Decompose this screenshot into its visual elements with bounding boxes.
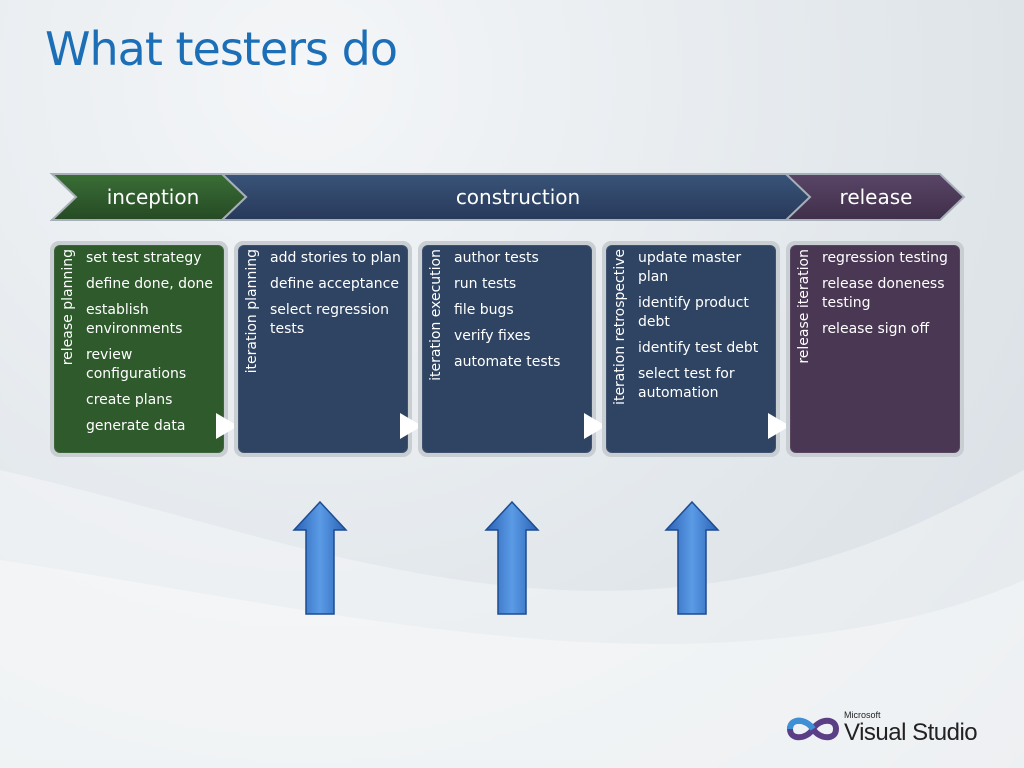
box-iteration-execution: iteration execution author tests run tes…: [418, 241, 606, 457]
box-release-iteration: release iteration regression testing rel…: [786, 241, 964, 457]
vertical-label: iteration retrospective: [612, 249, 628, 405]
up-arrow-icon: [664, 500, 720, 615]
phase-bar: [49, 173, 966, 221]
list-item: establish environments: [86, 302, 183, 337]
list-item: regression testing: [822, 250, 948, 266]
list-item: run tests: [454, 276, 517, 292]
list-item: release doneness testing: [822, 276, 945, 311]
vertical-label: iteration planning: [244, 249, 260, 374]
vertical-label: iteration execution: [428, 249, 444, 381]
task-list: author tests run tests file bugs verify …: [454, 249, 588, 379]
list-item: review configurations: [86, 347, 187, 382]
vertical-label: release planning: [60, 249, 76, 366]
list-item: file bugs: [454, 302, 514, 318]
up-arrow-icon: [292, 500, 348, 615]
phase-label-release: release: [839, 185, 913, 209]
visual-studio-logo: Microsoft Visual Studio: [784, 706, 984, 752]
list-item: generate data: [86, 418, 186, 434]
task-list: regression testing release doneness test…: [822, 249, 956, 346]
list-item: set test strategy: [86, 250, 202, 266]
task-list: set test strategy define done, done esta…: [86, 249, 220, 443]
logo-product: Visual Studio: [844, 719, 978, 746]
inception-chevron: [49, 173, 248, 221]
list-item: select test for automation: [638, 366, 735, 401]
up-arrow-icon: [484, 500, 540, 615]
play-arrow-icon: [768, 413, 790, 439]
play-arrow-icon: [584, 413, 606, 439]
play-arrow-icon: [216, 413, 238, 439]
box-release-planning: release planning set test strategy defin…: [50, 241, 238, 457]
box-iteration-planning: iteration planning add stories to plan d…: [234, 241, 422, 457]
play-arrow-icon: [400, 413, 422, 439]
task-list: add stories to plan define acceptance se…: [270, 249, 404, 346]
list-item: identify product debt: [638, 295, 749, 330]
page-title: What testers do: [45, 22, 398, 76]
list-item: release sign off: [822, 321, 930, 337]
list-item: select regression tests: [270, 302, 389, 337]
visual-studio-logo-icon: [786, 717, 840, 741]
task-list: update master plan identify product debt…: [638, 249, 772, 410]
phase-label-construction: construction: [455, 185, 581, 209]
vertical-label: release iteration: [796, 249, 812, 364]
phase-label-inception: inception: [106, 185, 200, 209]
list-item: add stories to plan: [270, 250, 401, 266]
logo-brand: Microsoft: [844, 710, 881, 720]
list-item: identify test debt: [638, 340, 759, 356]
list-item: verify fixes: [454, 328, 531, 344]
list-item: author tests: [454, 250, 539, 266]
list-item: automate tests: [454, 354, 561, 370]
list-item: update master plan: [638, 250, 742, 285]
box-iteration-retrospective: iteration retrospective update master pl…: [602, 241, 790, 457]
list-item: create plans: [86, 392, 173, 408]
list-item: define done, done: [86, 276, 214, 292]
list-item: define acceptance: [270, 276, 399, 292]
